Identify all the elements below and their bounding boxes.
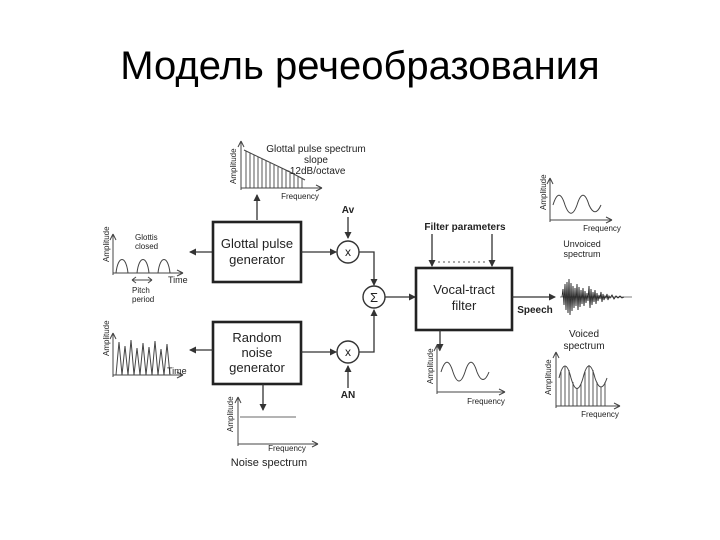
unvoiced-spectrum-xlabel: Frequency <box>583 224 621 233</box>
speech-waveform <box>560 278 632 316</box>
summing-node-symbol: Σ <box>370 290 378 305</box>
glottal-spectrum-plot: Amplitude Frequency Glottal pulse spectr… <box>229 140 366 201</box>
voiced-spectrum-plot: Amplitude Frequency Voiced spectrum <box>544 329 621 419</box>
vocal-block-line1: Vocal-tract <box>433 282 495 297</box>
vocal-block-line2: filter <box>452 298 477 313</box>
glottal-block-line2: generator <box>229 252 285 267</box>
voiced-spectrum-xlabel: Frequency <box>581 410 619 419</box>
noise-block-line1: Random <box>232 330 281 345</box>
vocal-tract-filter-block <box>414 266 514 332</box>
unvoiced-spectrum-ylabel: Amplitude <box>539 174 548 210</box>
unvoiced-caption-line1: Unvoiced <box>563 239 601 249</box>
glottal-spectrum-caption-line1: Glottal pulse spectrum <box>266 144 366 155</box>
glottal-closed-line1: Glottis <box>135 233 158 242</box>
glottal-time-xlabel: Time <box>168 275 188 285</box>
voiced-caption-line2: spectrum <box>563 341 604 352</box>
glottal-spectrum-caption-line2: slope <box>304 155 328 166</box>
noise-block-line3: generator <box>229 360 285 375</box>
noise-spectrum-plot: Amplitude Frequency Noise spectrum <box>226 396 319 469</box>
filter-parameters-label: Filter parameters <box>424 222 506 233</box>
glottal-spectrum-ylabel: Amplitude <box>229 148 238 184</box>
noise-time-plot: Amplitude Time <box>102 320 187 379</box>
voiced-spectrum-ylabel: Amplitude <box>544 359 553 395</box>
arrow-voiced-to-sum <box>359 251 378 286</box>
glottal-closed-line2: closed <box>135 242 158 251</box>
glottal-time-ylabel: Amplitude <box>102 226 111 262</box>
glottal-spectrum-caption-line3: -12dB/octave <box>287 166 346 177</box>
unvoiced-spectrum-plot: Amplitude Frequency Unvoiced spectrum <box>539 174 621 259</box>
arrow-noise-to-sum <box>359 309 378 353</box>
noise-spectrum-xlabel: Frequency <box>268 444 306 453</box>
vocal-response-xlabel: Frequency <box>467 397 505 406</box>
vocal-response-ylabel: Amplitude <box>426 348 435 384</box>
pitch-period-line1: Pitch <box>132 286 150 295</box>
gain-av-label: Av <box>342 205 355 216</box>
page-title: Модель речеобразования <box>120 44 600 88</box>
noise-spectrum-ylabel: Amplitude <box>226 396 235 432</box>
speech-label: Speech <box>517 305 553 316</box>
glottal-pulse-generator-block <box>211 220 303 284</box>
noise-time-xlabel: Time <box>167 366 187 376</box>
gain-an-label: AN <box>341 390 355 401</box>
pitch-period-line2: period <box>132 295 154 304</box>
voiced-multiplier-symbol: x <box>345 245 351 259</box>
noise-block-line2: noise <box>241 345 272 360</box>
random-noise-generator-block <box>211 320 303 386</box>
vocal-tract-response-plot: Amplitude Frequency <box>426 344 506 406</box>
glottal-spectrum-xlabel: Frequency <box>281 192 319 201</box>
voiced-caption-line1: Voiced <box>569 329 599 340</box>
noise-time-ylabel: Amplitude <box>102 320 111 356</box>
noise-multiplier-symbol: x <box>345 345 351 359</box>
glottal-time-plot: Amplitude Glottis closed Time Pitch peri… <box>102 226 188 304</box>
glottal-block-line1: Glottal pulse <box>221 236 293 251</box>
noise-spectrum-caption: Noise spectrum <box>231 457 307 469</box>
unvoiced-caption-line2: spectrum <box>563 249 600 259</box>
